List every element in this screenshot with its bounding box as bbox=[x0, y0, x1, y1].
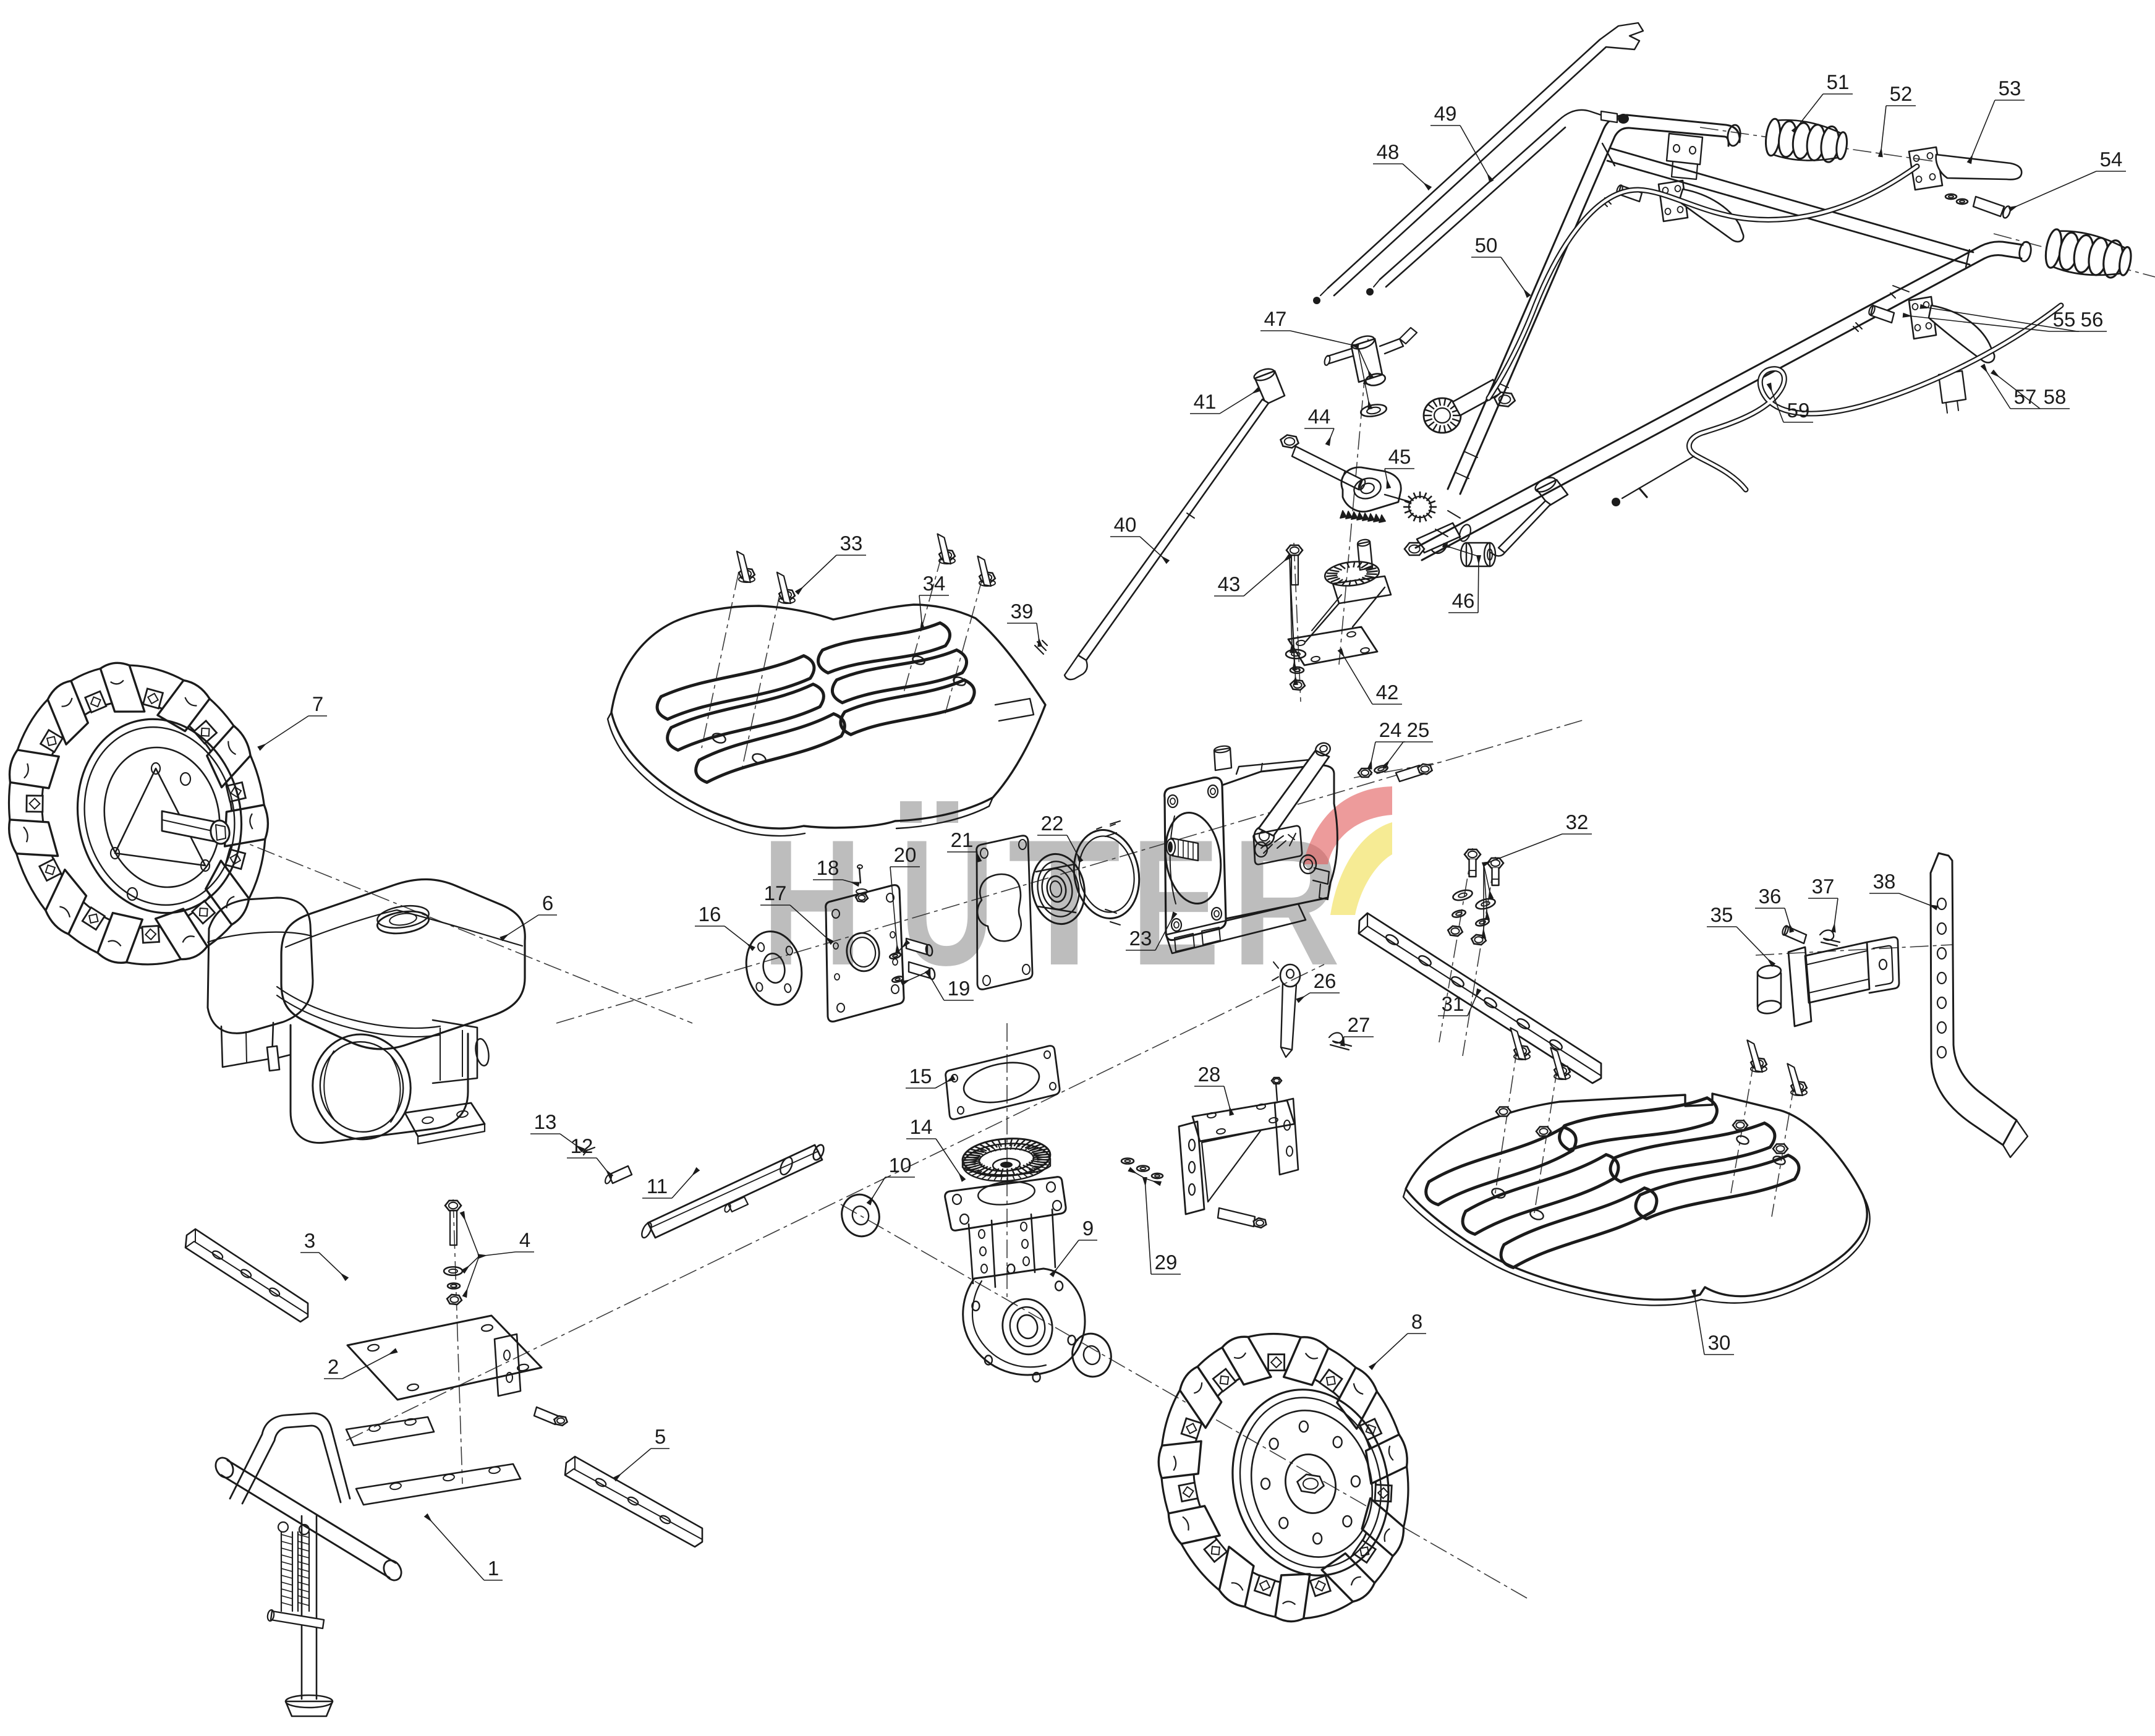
svg-text:9: 9 bbox=[1082, 1217, 1094, 1240]
svg-text:37: 37 bbox=[1812, 875, 1835, 898]
svg-text:7: 7 bbox=[312, 692, 323, 715]
svg-text:29: 29 bbox=[1155, 1251, 1178, 1274]
svg-text:49: 49 bbox=[1434, 102, 1457, 125]
svg-text:36: 36 bbox=[1759, 885, 1782, 908]
svg-text:31: 31 bbox=[1442, 992, 1464, 1015]
svg-text:53: 53 bbox=[1999, 77, 2021, 100]
svg-text:43: 43 bbox=[1218, 572, 1241, 595]
svg-text:35: 35 bbox=[1711, 903, 1733, 926]
svg-text:48: 48 bbox=[1377, 140, 1400, 163]
svg-text:1: 1 bbox=[488, 1557, 499, 1580]
svg-text:54: 54 bbox=[2100, 148, 2123, 171]
svg-text:27: 27 bbox=[1348, 1013, 1371, 1036]
svg-text:19: 19 bbox=[948, 977, 971, 1000]
svg-text:22: 22 bbox=[1041, 812, 1064, 835]
svg-text:10: 10 bbox=[889, 1154, 912, 1176]
svg-text:26: 26 bbox=[1314, 969, 1337, 992]
svg-text:51: 51 bbox=[1827, 70, 1850, 93]
svg-text:50: 50 bbox=[1475, 234, 1498, 257]
svg-text:T: T bbox=[1008, 802, 1121, 1003]
svg-text:17: 17 bbox=[764, 882, 787, 904]
svg-text:56: 56 bbox=[2081, 308, 2104, 331]
svg-text:47: 47 bbox=[1264, 307, 1287, 330]
svg-text:34: 34 bbox=[923, 572, 946, 595]
svg-text:42: 42 bbox=[1376, 681, 1399, 704]
svg-text:55: 55 bbox=[2053, 308, 2076, 331]
svg-text:12: 12 bbox=[571, 1134, 593, 1157]
svg-text:32: 32 bbox=[1566, 811, 1589, 833]
svg-text:15: 15 bbox=[909, 1065, 932, 1087]
svg-text:28: 28 bbox=[1198, 1063, 1221, 1086]
svg-text:58: 58 bbox=[2044, 385, 2067, 408]
svg-text:46: 46 bbox=[1452, 589, 1475, 612]
svg-text:40: 40 bbox=[1114, 513, 1137, 536]
svg-text:3: 3 bbox=[304, 1229, 315, 1252]
svg-text:25: 25 bbox=[1407, 718, 1430, 741]
svg-text:20: 20 bbox=[894, 843, 917, 866]
svg-text:24: 24 bbox=[1379, 718, 1402, 741]
svg-text:16: 16 bbox=[699, 903, 721, 925]
svg-text:52: 52 bbox=[1890, 82, 1913, 105]
svg-text:8: 8 bbox=[1411, 1310, 1422, 1333]
svg-text:6: 6 bbox=[542, 891, 553, 914]
svg-text:41: 41 bbox=[1194, 390, 1217, 413]
svg-text:30: 30 bbox=[1708, 1331, 1731, 1354]
svg-text:38: 38 bbox=[1873, 870, 1896, 893]
svg-text:14: 14 bbox=[910, 1115, 933, 1138]
svg-text:13: 13 bbox=[534, 1110, 557, 1133]
svg-text:2: 2 bbox=[328, 1355, 339, 1378]
svg-text:45: 45 bbox=[1388, 445, 1411, 468]
svg-text:59: 59 bbox=[1787, 399, 1810, 422]
svg-text:21: 21 bbox=[951, 828, 974, 851]
svg-text:4: 4 bbox=[519, 1228, 530, 1251]
svg-text:33: 33 bbox=[840, 532, 863, 555]
svg-text:18: 18 bbox=[817, 856, 839, 879]
svg-text:39: 39 bbox=[1011, 600, 1034, 623]
svg-text:5: 5 bbox=[655, 1425, 666, 1448]
svg-text:23: 23 bbox=[1129, 927, 1152, 950]
svg-text:44: 44 bbox=[1308, 405, 1331, 428]
svg-text:11: 11 bbox=[647, 1175, 668, 1198]
